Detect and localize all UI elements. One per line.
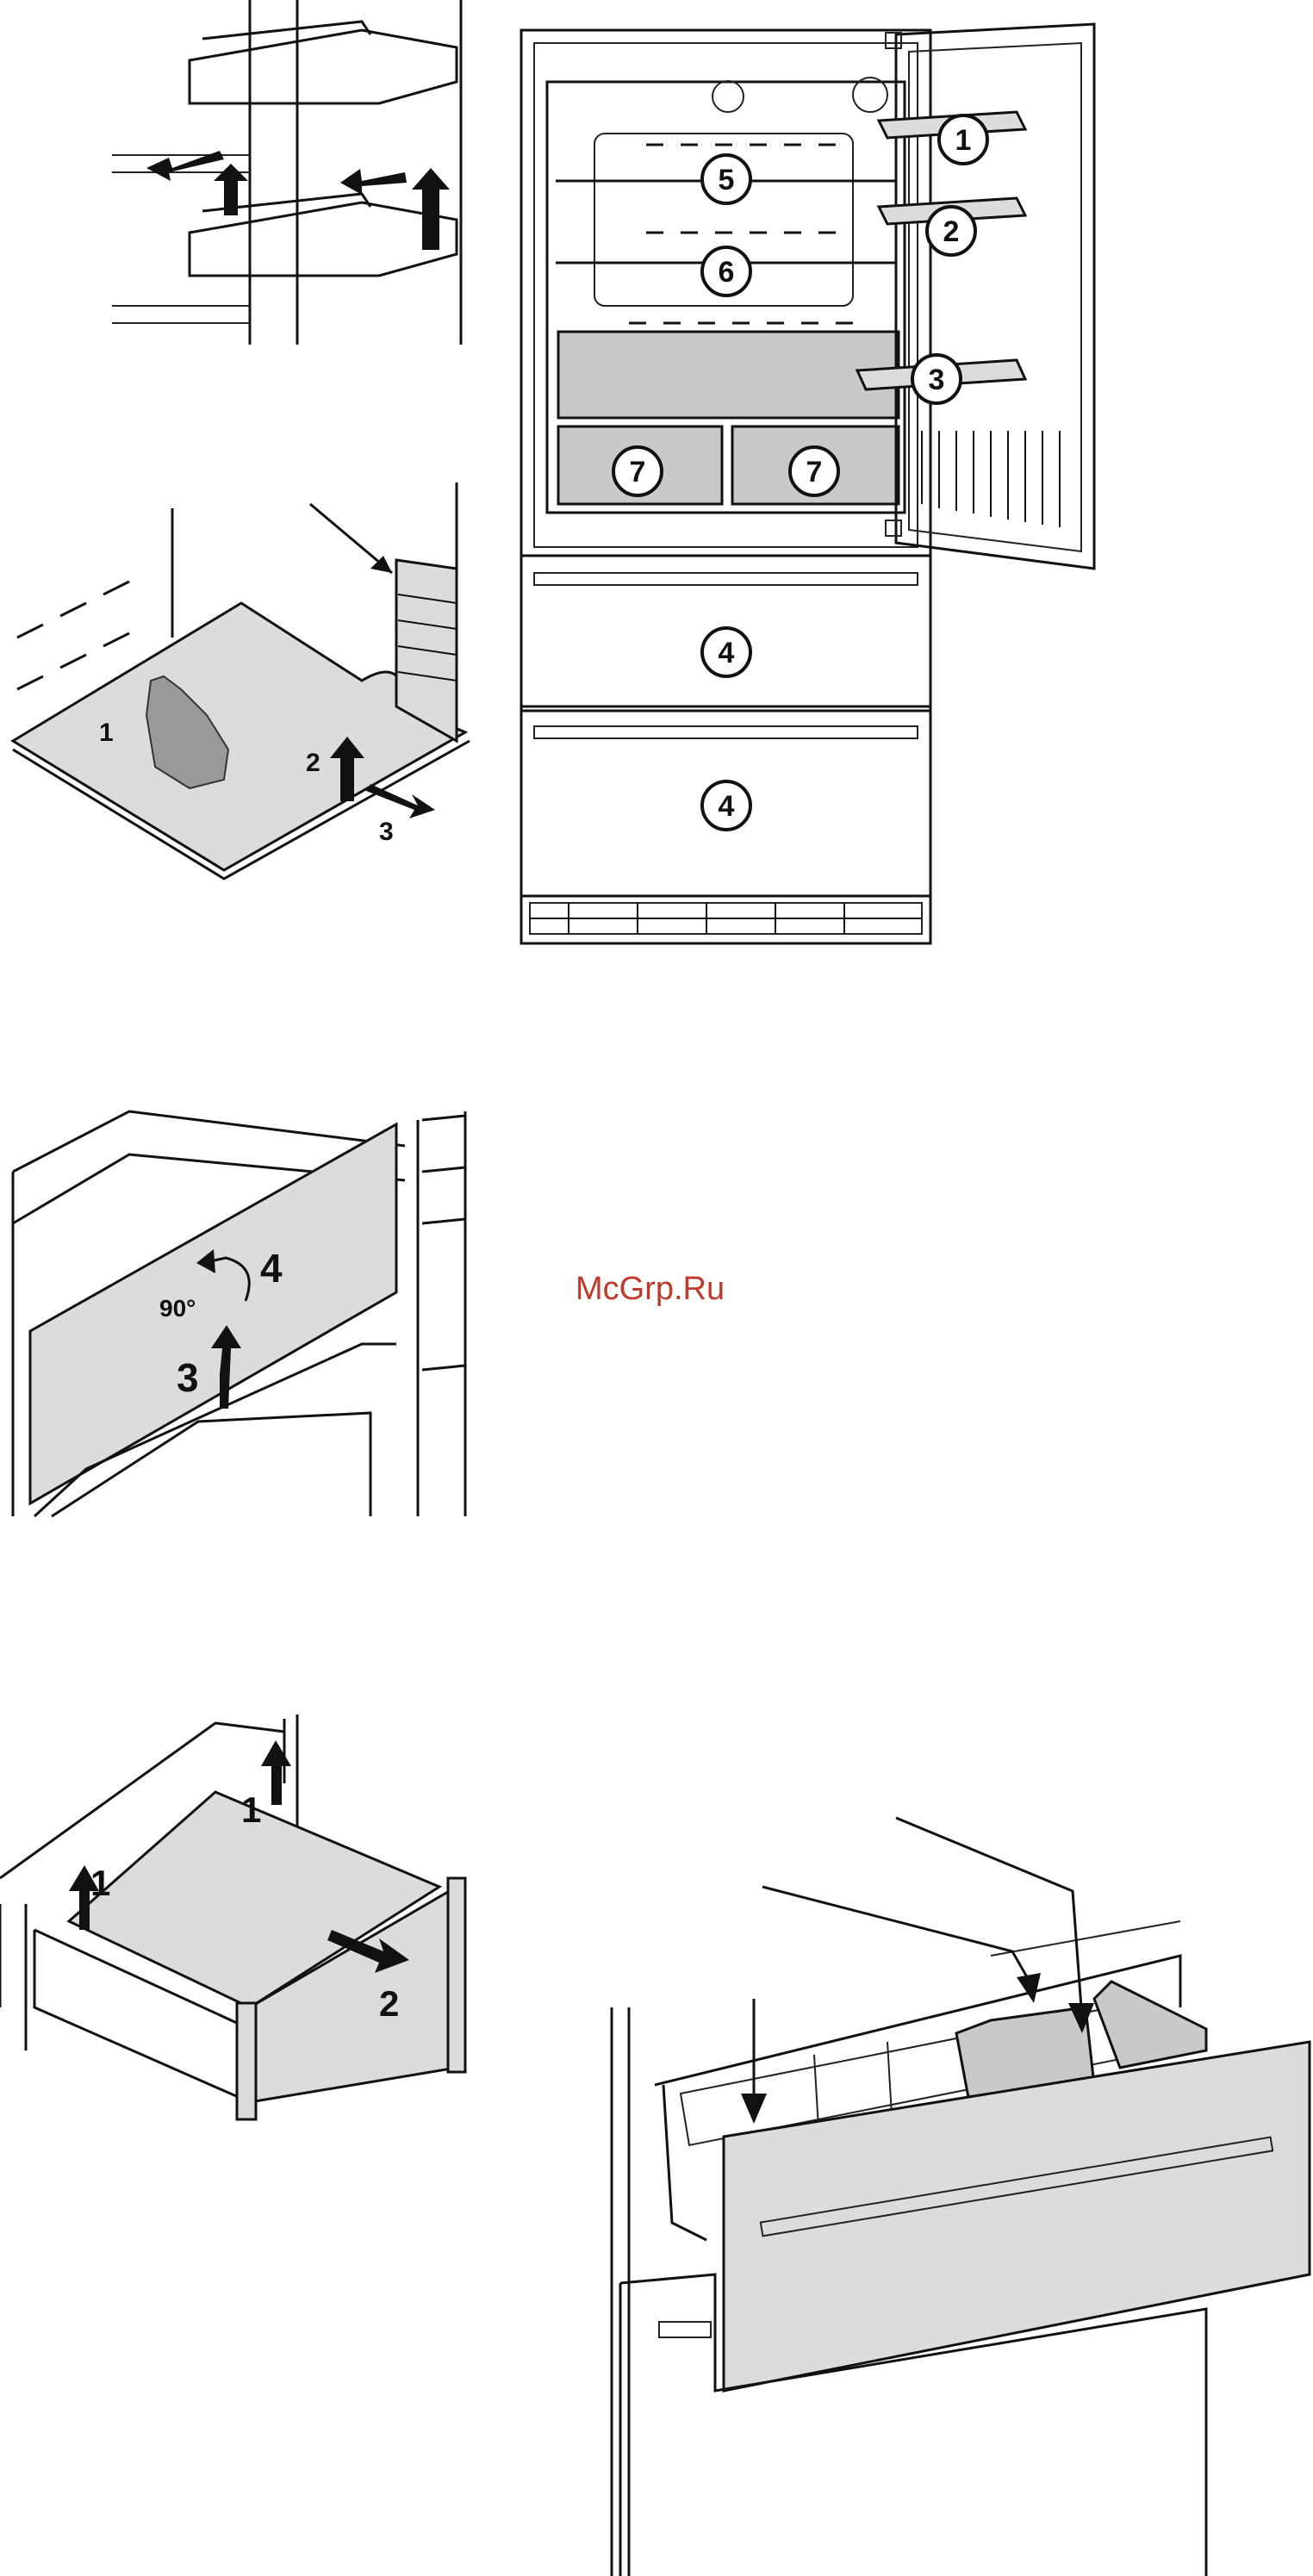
- angle-label: 90°: [159, 1295, 196, 1322]
- step-2-label: 2: [379, 1983, 399, 2024]
- watermark: McGrp.Ru: [576, 1271, 725, 1307]
- svg-text:4: 4: [719, 790, 735, 823]
- fig-door-shelf-removal: [112, 0, 461, 345]
- step-3-label: 3: [177, 1355, 199, 1400]
- svg-text:5: 5: [719, 164, 735, 196]
- arrow-up-icon: [261, 1740, 291, 1805]
- svg-text:7: 7: [806, 456, 823, 488]
- step-3-label: 3: [379, 818, 394, 846]
- callout-4-upper: 4: [702, 628, 750, 676]
- fig-panel-rotation: 3 4 90°: [13, 1111, 465, 1516]
- step-1a-label: 1: [90, 1863, 110, 1903]
- step-2-label: 2: [306, 749, 320, 777]
- callout-7-right: 7: [790, 447, 838, 495]
- callout-3: 3: [912, 355, 961, 403]
- svg-text:1: 1: [955, 124, 972, 157]
- callout-1: 1: [939, 115, 987, 164]
- step-1b-label: 1: [241, 1789, 261, 1830]
- arrow-left-icon: [340, 169, 407, 195]
- svg-text:4: 4: [719, 637, 735, 669]
- fig-drawer-insert: [612, 1818, 1310, 2576]
- callout-5: 5: [702, 155, 750, 203]
- fig-glass-shelf-removal: 1 2 3: [13, 482, 470, 879]
- callout-7-left: 7: [613, 447, 662, 495]
- callout-4-lower: 4: [702, 781, 750, 830]
- fig-drawer-removal: 1 1 2: [0, 1714, 465, 2119]
- drawer-front[interactable]: [724, 2042, 1310, 2391]
- arrow-right-icon: [366, 784, 435, 818]
- arrow-down-icon: [1017, 1973, 1041, 2003]
- step-1-label: 1: [99, 719, 114, 747]
- svg-text:2: 2: [943, 215, 960, 248]
- svg-text:7: 7: [630, 456, 646, 488]
- svg-text:3: 3: [929, 364, 945, 396]
- callout-2: 2: [927, 207, 975, 255]
- step-4-label: 4: [260, 1246, 283, 1291]
- svg-text:6: 6: [719, 256, 735, 289]
- callout-6: 6: [702, 247, 750, 296]
- arrow-down-icon: [741, 2094, 767, 2124]
- arrow-up-icon: [412, 168, 450, 250]
